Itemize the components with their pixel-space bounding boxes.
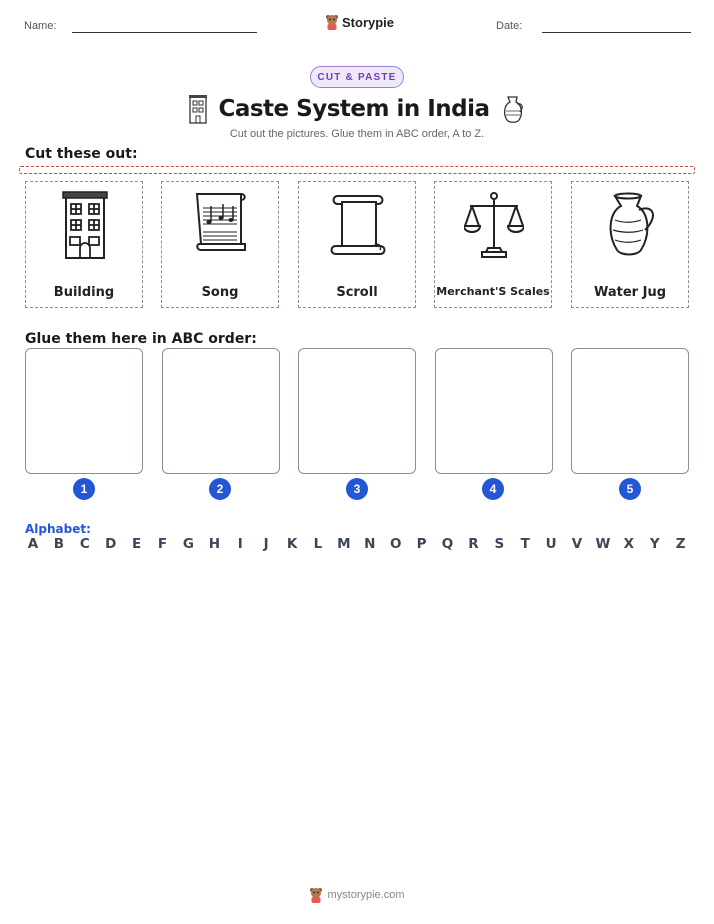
jug-icon — [503, 96, 523, 123]
cut-heading: Cut these out: — [25, 146, 138, 162]
alphabet-letter: R — [468, 536, 479, 552]
slot-number: 1 — [73, 478, 95, 500]
cut-paste-badge: CUT & PASTE — [310, 66, 404, 88]
alphabet-letter: K — [286, 536, 298, 552]
alphabet-letter: N — [364, 536, 376, 552]
alphabet-letter: O — [389, 536, 402, 552]
building-icon — [189, 95, 208, 124]
slot-number: 2 — [209, 478, 231, 500]
brand-name: Storypie — [342, 14, 395, 30]
alphabet-letter: X — [623, 536, 635, 552]
alphabet-letter: P — [416, 536, 427, 552]
footer: mystorypie.com — [0, 887, 714, 903]
music-sheet-icon — [195, 193, 246, 251]
glue-slot-4[interactable] — [435, 348, 553, 474]
alphabet-letter: T — [520, 536, 530, 552]
name-label: Name: — [24, 20, 57, 32]
card-merchants-scales[interactable]: Merchant'S Scales — [434, 181, 552, 308]
slot-number: 3 — [346, 478, 368, 500]
alphabet-letter: M — [337, 536, 351, 552]
cut-line — [19, 166, 695, 174]
alphabet-letter: W — [595, 536, 611, 552]
card-label: Song — [201, 285, 239, 300]
scroll-icon — [330, 195, 386, 255]
alphabet-letter: Q — [441, 536, 454, 552]
glue-slot-3[interactable] — [298, 348, 416, 474]
slot-number: 4 — [482, 478, 504, 500]
alphabet-letter: L — [313, 536, 323, 552]
alphabet-letter: G — [182, 536, 194, 552]
jug-icon — [609, 192, 654, 256]
card-label: Water Jug — [593, 285, 666, 300]
alphabet-letter: B — [53, 536, 65, 552]
brand-logo: Storypie — [325, 14, 394, 30]
card-water-jug[interactable]: Water Jug — [571, 181, 689, 308]
slot-number: 5 — [619, 478, 641, 500]
alphabet-label: Alphabet: — [25, 522, 91, 536]
alphabet-letter: V — [571, 536, 583, 552]
alphabet-letter: C — [79, 536, 90, 552]
alphabet-letter: S — [494, 536, 505, 552]
instructions: Cut out the pictures. Glue them in ABC o… — [229, 128, 485, 140]
card-label: Scroll — [336, 285, 378, 300]
alphabet-letter: D — [105, 536, 117, 552]
alphabet-letter: J — [263, 536, 269, 552]
bear-mascot-icon — [310, 888, 323, 903]
bear-mascot-icon — [326, 15, 338, 30]
alphabet-letter: A — [27, 536, 39, 552]
card-building[interactable]: Building — [25, 181, 143, 308]
alphabet-letter: Z — [675, 536, 686, 552]
alphabet-letter: U — [545, 536, 557, 552]
card-scroll[interactable]: Scroll — [298, 181, 416, 308]
page-title: Caste System in India — [218, 96, 490, 122]
footer-url[interactable]: mystorypie.com — [327, 889, 405, 901]
glue-heading: Glue them here in ABC order: — [25, 331, 257, 347]
alphabet-letter: E — [132, 536, 142, 552]
alphabet-letter: H — [208, 536, 220, 552]
name-line[interactable] — [72, 32, 257, 33]
glue-slot-5[interactable] — [571, 348, 689, 474]
alphabet-letter: Y — [649, 536, 660, 552]
card-label: Merchant'S Scales — [436, 285, 550, 298]
alphabet-letter: I — [237, 536, 243, 552]
glue-slot-1[interactable] — [25, 348, 143, 474]
card-label: Building — [53, 285, 115, 300]
scales-icon — [464, 192, 524, 258]
date-label: Date: — [496, 20, 523, 32]
glue-slot-2[interactable] — [162, 348, 280, 474]
card-song[interactable]: Song — [161, 181, 279, 308]
date-line[interactable] — [542, 32, 691, 33]
title-row: Caste System in India — [180, 92, 534, 126]
building-icon — [62, 191, 108, 259]
alphabet-row: A B C D E F G H I J K L M N O P Q R S T … — [25, 536, 689, 552]
alphabet-letter: F — [157, 536, 168, 552]
